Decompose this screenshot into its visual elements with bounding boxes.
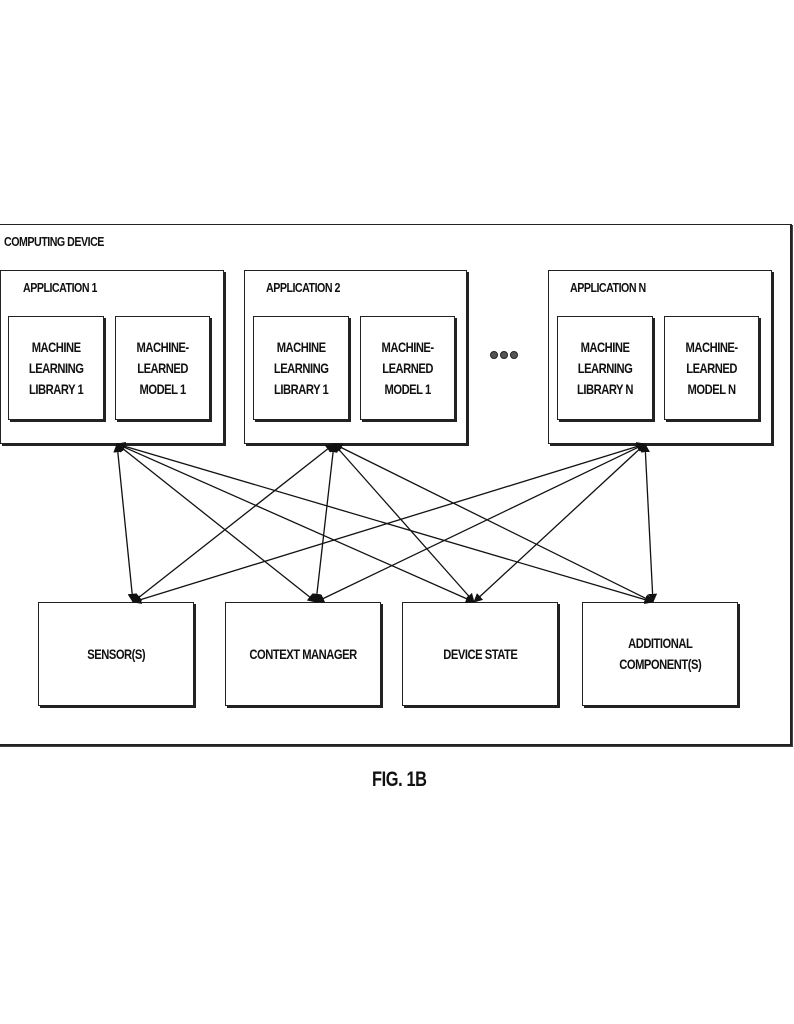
- application-n-ml-model: MACHINE- LEARNED MODEL N: [664, 316, 759, 420]
- application-2-ml-model: MACHINE- LEARNED MODEL 1: [360, 316, 455, 420]
- application-n-ml-library-label: MACHINE LEARNING LIBRARY N: [576, 338, 634, 397]
- application-1-ml-library-label: MACHINE LEARNING LIBRARY 1: [28, 338, 84, 397]
- dot-icon: [510, 351, 518, 359]
- additional-components-label: ADDITIONAL COMPONENT(S): [619, 635, 701, 672]
- figure-label: FIG. 1B: [372, 768, 427, 791]
- device-state-box: DEVICE STATE: [402, 602, 558, 706]
- application-2-title: APPLICATION 2: [266, 280, 340, 295]
- application-1-ml-library: MACHINE LEARNING LIBRARY 1: [8, 316, 104, 420]
- application-n-title: APPLICATION N: [570, 280, 646, 295]
- application-1-ml-model: MACHINE- LEARNED MODEL 1: [115, 316, 210, 420]
- sensors-box: SENSOR(S): [38, 602, 194, 706]
- application-1-title: APPLICATION 1: [23, 280, 97, 295]
- dot-icon: [490, 351, 498, 359]
- application-1-ml-model-label: MACHINE- LEARNED MODEL 1: [136, 338, 189, 397]
- application-n-ml-model-label: MACHINE- LEARNED MODEL N: [685, 338, 738, 397]
- dot-icon: [500, 351, 508, 359]
- context-manager-label: CONTEXT MANAGER: [249, 645, 357, 662]
- more-dots-icon: [490, 351, 518, 359]
- application-2-ml-model-label: MACHINE- LEARNED MODEL 1: [381, 338, 434, 397]
- sensors-label: SENSOR(S): [87, 645, 145, 662]
- application-2-ml-library-label: MACHINE LEARNING LIBRARY 1: [273, 338, 329, 397]
- computing-device-title: COMPUTING DEVICE: [4, 234, 104, 249]
- application-2-ml-library: MACHINE LEARNING LIBRARY 1: [253, 316, 349, 420]
- application-n-ml-library: MACHINE LEARNING LIBRARY N: [557, 316, 653, 420]
- context-manager-box: CONTEXT MANAGER: [225, 602, 381, 706]
- additional-components-box: ADDITIONAL COMPONENT(S): [582, 602, 738, 706]
- device-state-label: DEVICE STATE: [442, 645, 518, 662]
